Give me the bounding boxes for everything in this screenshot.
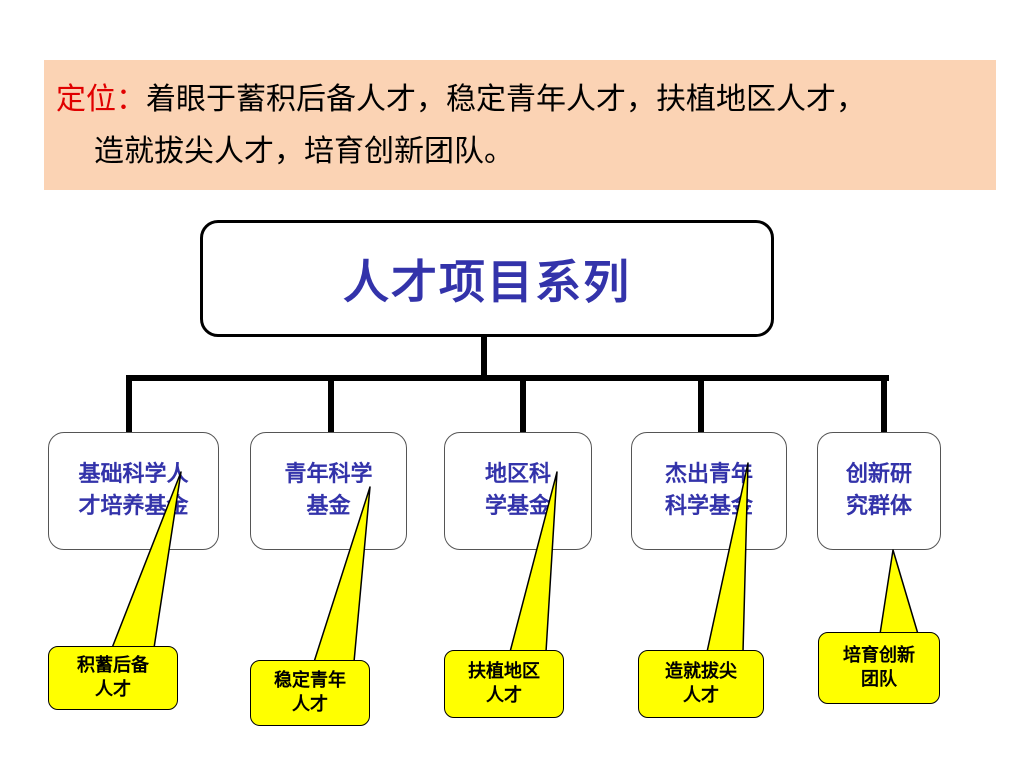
callout-line-2: 人才 — [486, 685, 522, 706]
banner-label: 定位： — [56, 82, 146, 117]
callout-support-regional: 扶植地区人才 — [444, 650, 564, 718]
child-node-line-1: 地区科 — [484, 462, 551, 487]
banner-line-1: 定位：着眼于蓄积后备人才，稳定青年人才，扶植地区人才， — [56, 74, 982, 126]
callout-innovation-team: 培育创新团队 — [818, 632, 940, 704]
callout-pointer-2 — [313, 486, 371, 663]
callout-line-1: 造就拔尖 — [665, 661, 737, 682]
callout-pointer-5 — [879, 549, 919, 635]
callout-line-1: 培育创新 — [843, 645, 915, 666]
child-node-line-1: 基础科学人 — [78, 462, 189, 487]
child-node-line-1: 青年科学 — [284, 462, 373, 487]
callout-line-2: 人才 — [95, 679, 131, 700]
callout-pointer-3 — [509, 471, 558, 653]
callout-stabilize-youth: 稳定青年人才 — [250, 660, 370, 726]
callout-line-2: 人才 — [292, 694, 328, 715]
child-node-basic-science: 基础科学人才培养基金 — [48, 432, 219, 550]
child-node-line-1: 杰出青年 — [664, 462, 753, 487]
child-node-line-1: 创新研 — [845, 462, 912, 487]
banner-line-2: 造就拔尖人才，培育创新团队。 — [94, 134, 514, 169]
callout-line-1: 扶植地区 — [468, 661, 540, 682]
callout-pointer-4 — [706, 462, 749, 653]
root-node: 人才项目系列 — [200, 220, 774, 337]
child-node-line-2: 究群体 — [845, 494, 912, 519]
callout-line-2: 团队 — [861, 669, 897, 690]
banner-text-1: 着眼于蓄积后备人才，稳定青年人才，扶植地区人才， — [146, 82, 866, 117]
callout-cultivate-top: 造就拔尖人才 — [638, 650, 764, 718]
callout-reserve-talent: 积蓄后备人才 — [48, 646, 178, 710]
callout-pointer-1 — [111, 471, 182, 649]
root-node-label: 人才项目系列 — [343, 254, 631, 309]
positioning-banner: 定位：着眼于蓄积后备人才，稳定青年人才，扶植地区人才， 造就拔尖人才，培育创新团… — [44, 60, 996, 190]
child-node-line-2: 基金 — [306, 494, 351, 519]
callout-line-1: 稳定青年 — [274, 670, 346, 691]
child-node-youth-science: 青年科学基金 — [250, 432, 407, 550]
child-node-distinguished-youth: 杰出青年科学基金 — [631, 432, 787, 550]
callout-line-1: 积蓄后备 — [77, 655, 149, 676]
child-node-innovation-group: 创新研究群体 — [817, 432, 941, 550]
callout-line-2: 人才 — [683, 685, 719, 706]
child-node-line-2: 学基金 — [484, 494, 551, 519]
child-node-regional-science: 地区科学基金 — [444, 432, 592, 550]
